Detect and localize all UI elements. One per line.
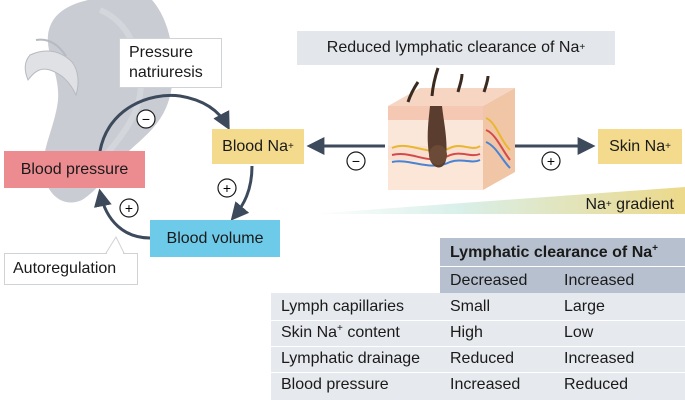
skin-na-text: Skin Na: [609, 137, 666, 155]
autoregulation-label: Autoregulation: [4, 253, 138, 285]
na-to-volume-arrow: [230, 165, 254, 221]
table-row-label-prefix: Skin Na: [281, 324, 338, 341]
table-cell: Reduced: [450, 350, 515, 367]
table-cell: Low: [564, 324, 594, 341]
na-gradient-label: Na+ gradient: [585, 196, 674, 213]
table-cell: Increased: [450, 376, 521, 393]
table-row-divider: [271, 346, 685, 347]
skin-na-box: Skin Na+: [598, 129, 682, 164]
lymphatic-clearance-title: Reduced lymphatic clearance of Na+: [297, 31, 615, 65]
blood-na-text: Blood Na: [222, 137, 288, 155]
na-gradient-suffix: gradient: [611, 196, 674, 213]
table-row-divider: [271, 372, 685, 373]
table-title-text: Lymphatic clearance of Na: [450, 244, 653, 261]
table-column-header: Decreased: [450, 272, 528, 289]
table-row-label: Lymphatic drainage: [281, 350, 421, 367]
table-column-header: Increased: [564, 272, 635, 289]
blood-volume-text: Blood volume: [166, 229, 264, 247]
table-header-divider: [440, 266, 685, 267]
table-cell: Small: [450, 298, 491, 315]
table-cell: High: [450, 324, 483, 341]
table-cell: Increased: [564, 350, 635, 367]
table-title: Lymphatic clearance of Na+: [450, 244, 658, 262]
volume-to-pressure-arrow: [94, 188, 151, 240]
pressure-natriuresis-label: Pressure natriuresis: [119, 38, 222, 88]
table-row-label: Blood pressure: [281, 376, 389, 393]
table-row-label-suffix: content: [342, 324, 400, 341]
skin-block-icon: [388, 67, 515, 190]
na-gradient-wedge: [310, 187, 685, 214]
table-row-divider: [271, 320, 685, 321]
table-cell: Reduced: [564, 376, 629, 393]
table-row-label-sup: +: [337, 323, 343, 334]
blood-volume-box: Blood volume: [150, 220, 280, 257]
pressure-natriuresis-text: Pressure natriuresis: [129, 44, 203, 81]
table-cell: Large: [564, 298, 605, 315]
table-row-label: Skin Na+ content: [281, 324, 400, 342]
blood-na-box: Blood Na+: [212, 129, 304, 164]
blood-pressure-box: Blood pressure: [4, 151, 145, 188]
natriuresis-arrow: [98, 93, 230, 152]
na-gradient-text: Na: [585, 196, 606, 213]
blood-pressure-text: Blood pressure: [20, 160, 129, 178]
autoregulation-text: Autoregulation: [13, 260, 117, 277]
table-title-sup: +: [652, 243, 658, 254]
table-row-label: Lymph capillaries: [281, 298, 405, 315]
lymphatic-clearance-title-text: Reduced lymphatic clearance of Na: [326, 39, 580, 56]
table-header-band: [440, 238, 685, 293]
